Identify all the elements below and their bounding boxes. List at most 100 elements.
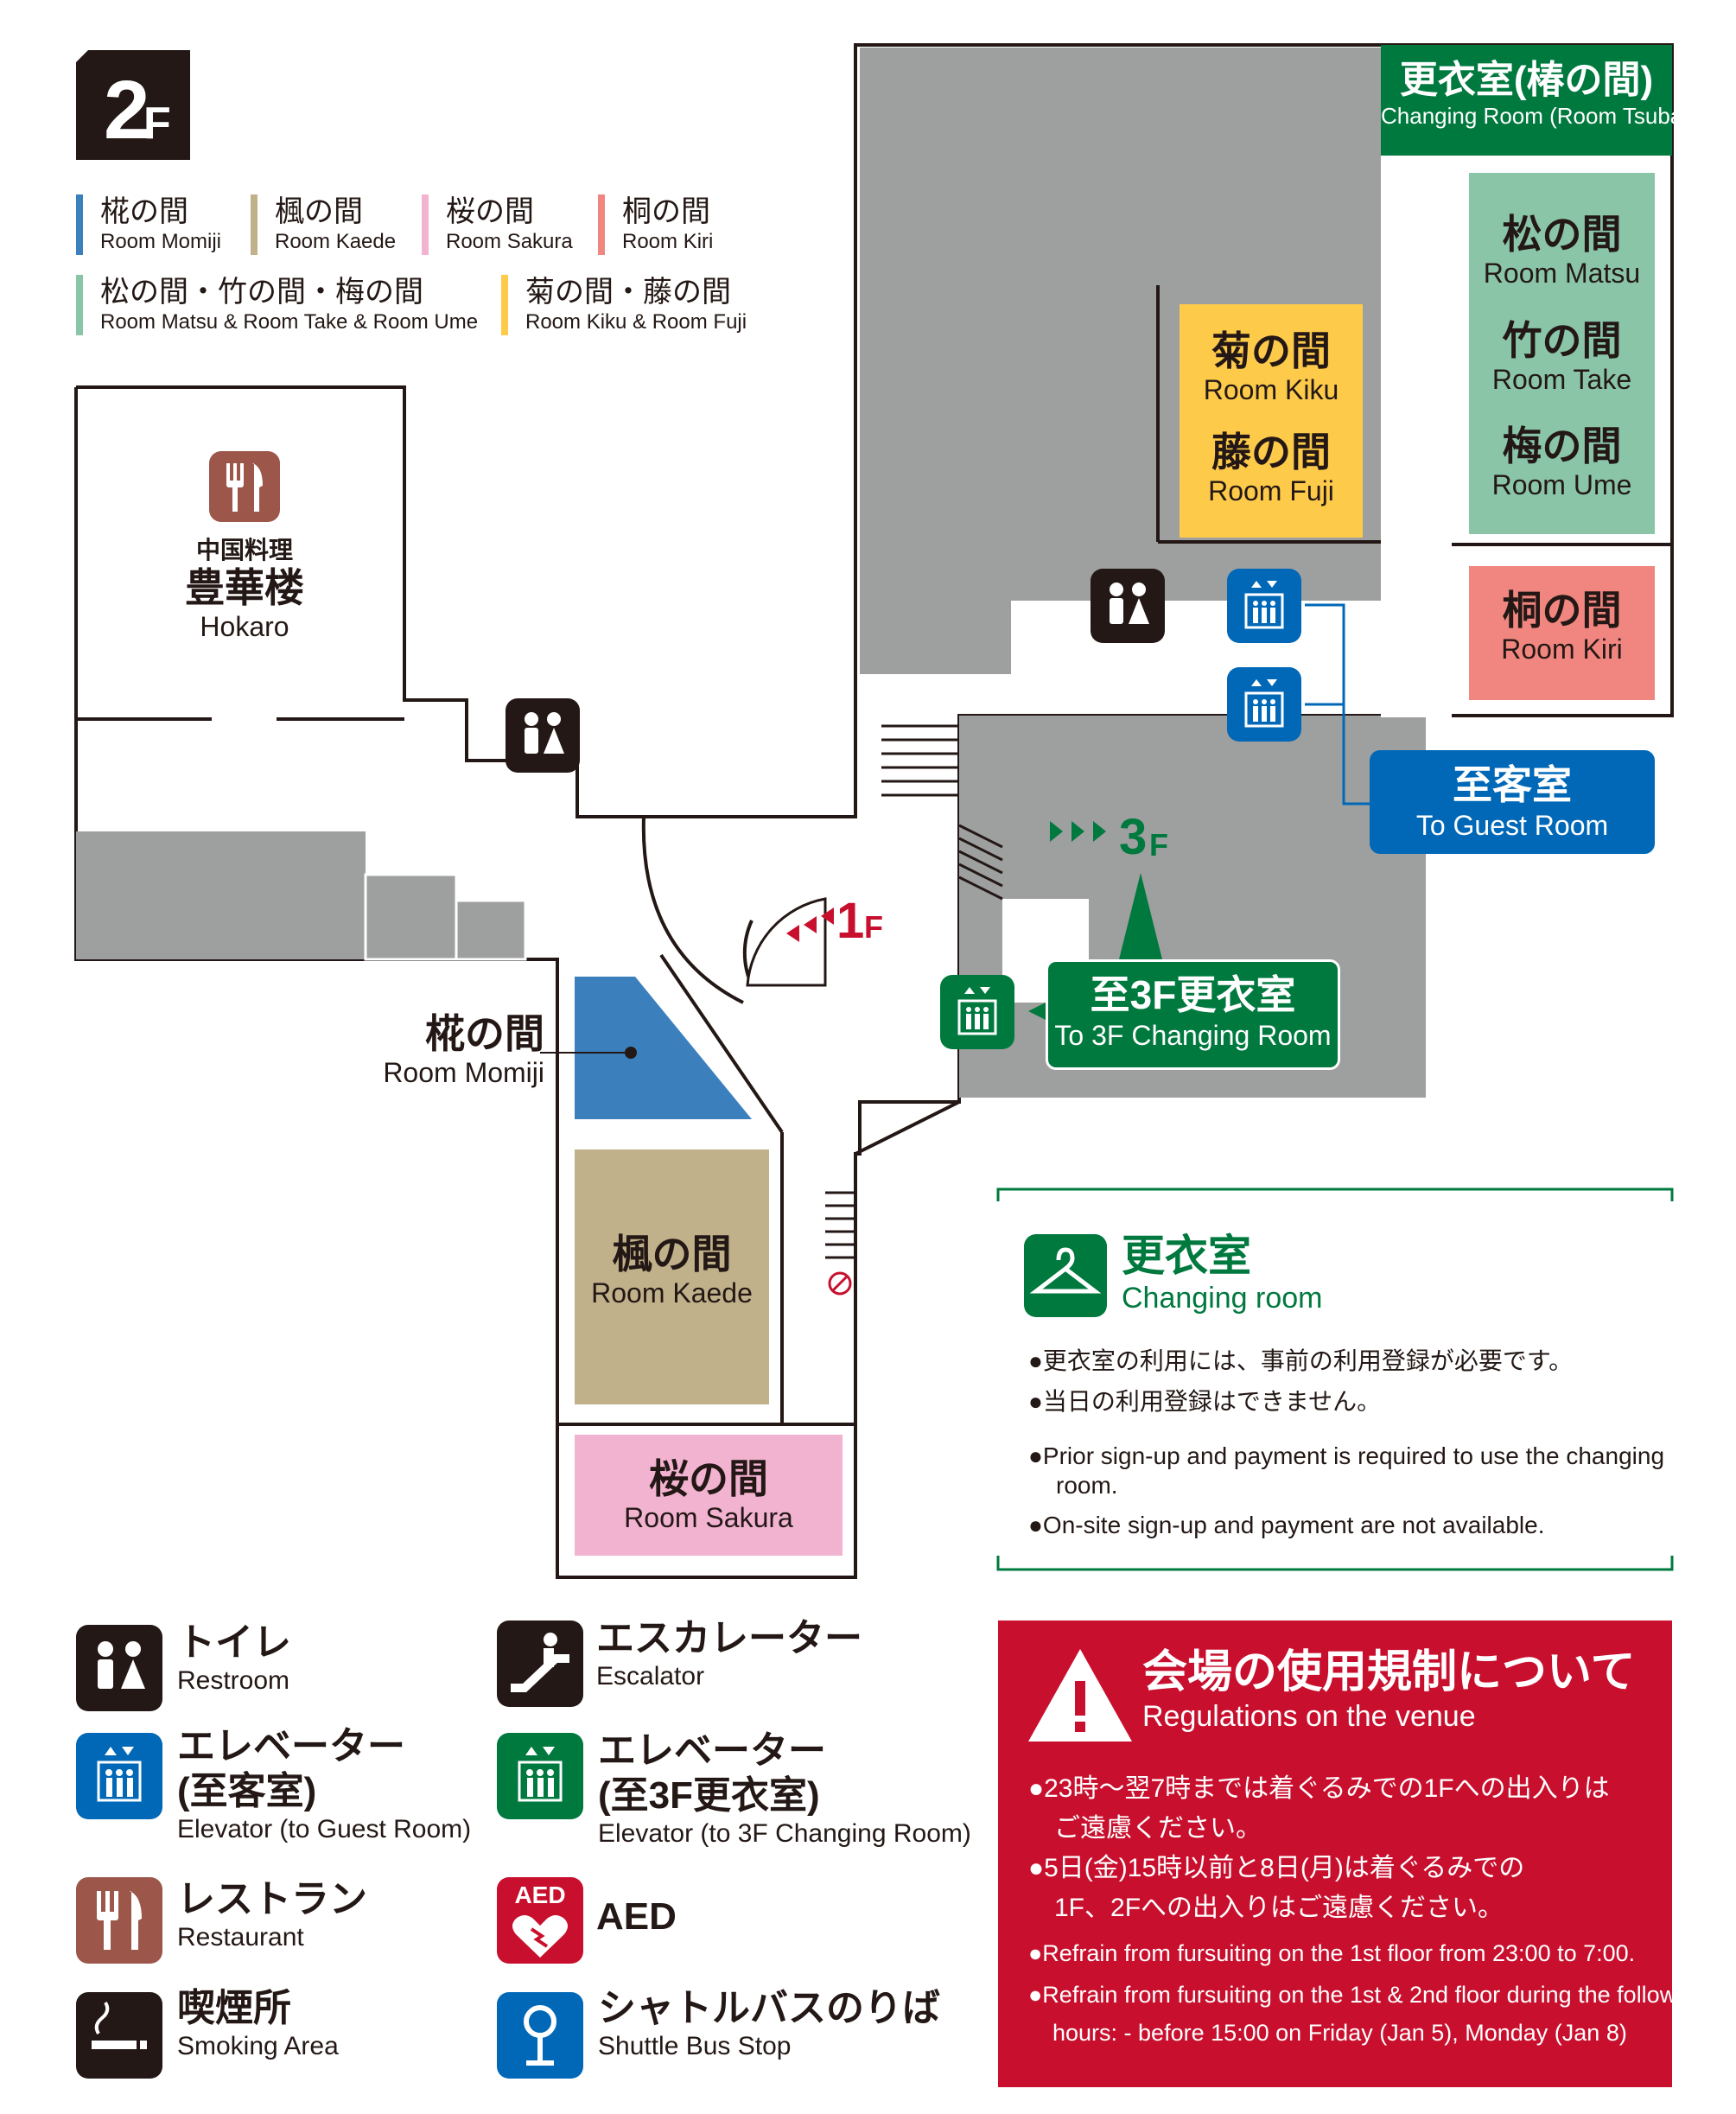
- regulations-title-en: Regulations on the venue: [1142, 1700, 1476, 1733]
- symbol-en: Elevator (to 3F Changing Room): [598, 1819, 971, 1848]
- hanger-icon: [1024, 1234, 1107, 1317]
- label-jp: 豊華楼: [185, 565, 304, 610]
- label-en: Hokaro: [200, 611, 289, 642]
- symbol-jp: エレベーター: [598, 1729, 826, 1772]
- symbol-jp: シャトルバスのりば: [598, 1987, 940, 2029]
- label-en: Room Fuji: [1208, 475, 1334, 506]
- regulations-title-jp: 会場の使用規制について: [1142, 1647, 1636, 1697]
- regulations-box: [998, 1621, 1672, 2087]
- stair-3f-num: 3: [1119, 809, 1147, 865]
- label-jp: 更衣室(椿の間): [1399, 59, 1654, 101]
- legend-jp: 椛の間: [100, 195, 188, 228]
- elevator-guest-icon-2: [1227, 667, 1301, 742]
- floor-badge: 2 F: [76, 50, 190, 160]
- changing-info-frame: [996, 1188, 1674, 1571]
- restroom-icon: [76, 1625, 162, 1711]
- room-kaede-shape: [575, 1149, 769, 1404]
- regulation-line: ご遠慮ください。: [1054, 1814, 1262, 1843]
- stairs: [825, 724, 1003, 1259]
- label-jp: 楓の間: [612, 1232, 732, 1277]
- room-kiri-shape: [1469, 566, 1655, 700]
- symbol-en: Elevator (to Guest Room): [177, 1815, 472, 1843]
- changing-tsubaki-label: 更衣室(椿の間) Changing Room (Room Tsubaki): [1381, 59, 1707, 130]
- label-jp: 藤の間: [1211, 430, 1331, 474]
- legend-en: Room Kaede: [275, 230, 397, 253]
- restaurant-label: 中国料理 豊華楼 Hokaro: [156, 536, 334, 643]
- symbol-escalator: エスカレーター Escalator: [596, 1616, 862, 1692]
- room-sakura-shape: [575, 1435, 843, 1556]
- room-momiji-label: 椛の間 Room Momiji: [363, 1011, 544, 1089]
- elevator-3f-icon: [497, 1733, 583, 1819]
- changing-note: ●更衣室の利用には、事前の利用登録が必要です。: [1028, 1347, 1574, 1374]
- room-matsu-take-ume-shape: [1469, 173, 1655, 534]
- elevator-guest-icon-1: [1227, 569, 1301, 643]
- legend-kiri: 桐の間 Room Kiri: [598, 194, 713, 255]
- label-en: To 3F Changing Room: [1054, 1020, 1332, 1051]
- restaurant-icon: [209, 451, 280, 522]
- room-fuji-label: 藤の間 Room Fuji: [1180, 430, 1363, 507]
- to-3f-changing-sign: 至3F更衣室 To 3F Changing Room: [1046, 959, 1340, 1070]
- smoking-icon: [76, 1992, 162, 2079]
- changing-tsubaki-shape: [1381, 45, 1672, 156]
- stair-1f-num: 1: [836, 893, 864, 949]
- room-take-label: 竹の間 Room Take: [1469, 318, 1655, 396]
- label-jp: 桜の間: [649, 1456, 768, 1501]
- symbol-en: Restroom: [177, 1666, 290, 1695]
- restaurant-legend-icon: [76, 1877, 162, 1964]
- room-momiji-shape: [575, 977, 752, 1119]
- to-guest-room-sign: 至客室 To Guest Room: [1370, 750, 1655, 854]
- symbol-restaurant: レストラン Restaurant: [177, 1877, 367, 1953]
- symbol-jp: 喫煙所: [177, 1987, 291, 2029]
- symbol-shuttle: シャトルバスのりば Shuttle Bus Stop: [598, 1986, 940, 2062]
- legend-jp: 桐の間: [622, 195, 710, 228]
- arrows-to-1f: [786, 907, 834, 942]
- room-kiri-label: 桐の間 Room Kiri: [1469, 588, 1655, 665]
- legend-jp: 桜の間: [446, 195, 534, 228]
- label-en: Room Kiri: [1501, 634, 1623, 665]
- legend-momiji: 椛の間 Room Momiji: [76, 194, 221, 255]
- shuttle-bus-icon: [497, 1992, 583, 2079]
- symbol-en: Shuttle Bus Stop: [598, 2032, 792, 2060]
- legend-jp: 松の間・竹の間・梅の間: [100, 276, 423, 309]
- legend-en: Room Sakura: [446, 230, 573, 253]
- changing-title-en: Changing room: [1122, 1282, 1323, 1315]
- symbol-en: Restaurant: [177, 1923, 304, 1952]
- symbol-aed: AED: [596, 1894, 677, 1939]
- changing-note: ●Prior sign-up and payment is required t…: [1028, 1442, 1665, 1469]
- label-sub: 中国料理: [195, 537, 293, 564]
- restroom-icon-map-2: [1091, 569, 1165, 643]
- changing-note: room.: [1056, 1472, 1118, 1499]
- legend-en: Room Matsu & Room Take & Room Ume: [100, 310, 479, 334]
- label-jp: 竹の間: [1502, 318, 1622, 363]
- label-jp: 椛の間: [425, 1011, 544, 1056]
- regulation-line: ●5日(金)15時以前と8日(月)は着ぐるみでの: [1028, 1854, 1525, 1882]
- room-kaede-label: 楓の間 Room Kaede: [575, 1232, 769, 1309]
- symbol-en: Escalator: [596, 1662, 705, 1691]
- restaurant-block: [74, 43, 1674, 1579]
- label-jp: 至客室: [1453, 762, 1572, 807]
- symbol-jp: レストラン: [177, 1878, 367, 1920]
- symbol-elevator-guest: エレベーター (至客室) Elevator (to Guest Room): [177, 1724, 471, 1845]
- changing-info-title: 更衣室 Changing room: [1122, 1232, 1322, 1316]
- label-en: Room Matsu: [1483, 258, 1641, 289]
- symbol-en: Smoking Area: [177, 2032, 339, 2060]
- symbol-jp2: (至3F更衣室): [598, 1774, 820, 1817]
- regulation-line: ●23時〜翌7時までは着ぐるみでの1Fへの出入りは: [1028, 1774, 1610, 1803]
- stair-1f-suffix: F: [864, 909, 883, 945]
- legend-matsu-take-ume: 松の間・竹の間・梅の間 Room Matsu & Room Take & Roo…: [76, 275, 478, 335]
- warning-icon: [1028, 1649, 1132, 1742]
- floor-suffix: F: [143, 99, 171, 149]
- stair-3f-suffix: F: [1149, 827, 1168, 863]
- label-en: Room Ume: [1491, 469, 1632, 500]
- label-en: Room Kiku: [1203, 374, 1339, 405]
- legend-jp: 楓の間: [275, 195, 363, 228]
- room-kiku-fuji-shape: [1180, 304, 1363, 538]
- label-en: Room Sakura: [624, 1502, 793, 1533]
- legend-kaede: 楓の間 Room Kaede: [251, 194, 396, 255]
- escalator-icon: [497, 1621, 583, 1707]
- symbol-jp: エスカレーター: [596, 1617, 862, 1659]
- gray-area-left: [76, 831, 366, 959]
- room-matsu-label: 松の間 Room Matsu: [1469, 212, 1655, 290]
- label-en: Room Kaede: [591, 1277, 753, 1309]
- room-kiku-label: 菊の間 Room Kiku: [1180, 328, 1363, 406]
